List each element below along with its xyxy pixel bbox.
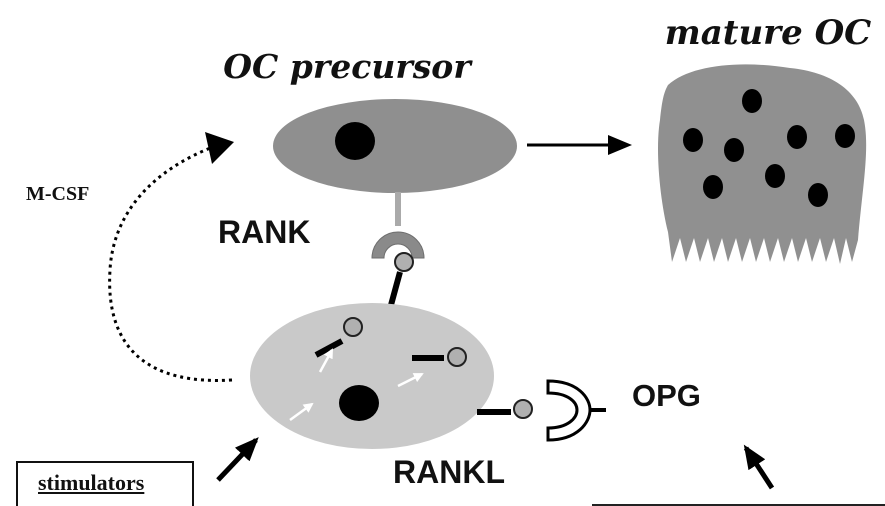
rankl-molecule xyxy=(412,347,467,367)
nucleus xyxy=(787,125,807,149)
precursor-title: OC precursor xyxy=(223,47,473,86)
internal-arrow xyxy=(397,372,424,388)
mcsf-label: M-CSF xyxy=(26,183,89,205)
nucleus xyxy=(808,183,828,207)
stromal-cell xyxy=(250,303,494,449)
rank-receptor xyxy=(371,231,425,259)
nucleus xyxy=(683,128,703,152)
mature-nuclei xyxy=(683,89,855,207)
stimulator-arrow-right xyxy=(743,444,775,490)
opg-label: OPG xyxy=(632,378,701,413)
stimulators-box xyxy=(16,461,194,506)
precursor-nucleus xyxy=(335,122,375,160)
mature-title: mature OC xyxy=(665,13,872,53)
internal-arrow xyxy=(318,348,334,373)
rankl-bound-ball xyxy=(394,252,414,272)
rankl-molecule xyxy=(477,399,533,419)
nucleus xyxy=(742,89,762,113)
internal-arrow xyxy=(289,402,314,422)
mcsf-dotted-arrow xyxy=(108,143,233,382)
rankl-bound-stalk xyxy=(388,271,403,306)
nucleus xyxy=(835,124,855,148)
mcsf-arrowhead xyxy=(205,132,234,164)
stimulators-label: stimulators xyxy=(38,470,145,495)
stimulator-arrow-left xyxy=(216,437,259,482)
rank-label: RANK xyxy=(218,214,310,250)
rankl-label: RANKL xyxy=(393,454,505,490)
mature-osteoclast xyxy=(657,64,867,264)
opg-receptor xyxy=(546,379,592,442)
rankl-molecule xyxy=(314,317,363,358)
nucleus xyxy=(765,164,785,188)
stromal-nucleus xyxy=(339,385,379,421)
nucleus xyxy=(724,138,744,162)
precursor-cell xyxy=(273,99,517,193)
nucleus xyxy=(703,175,723,199)
